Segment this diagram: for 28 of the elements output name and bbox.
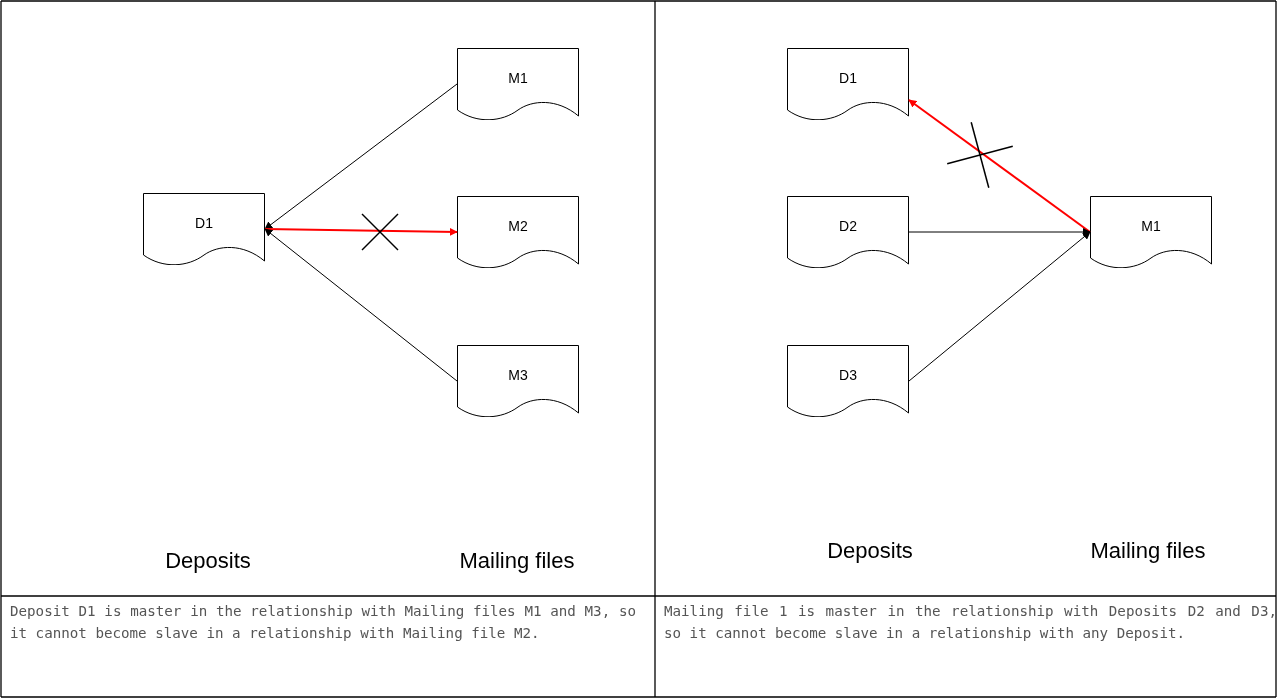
document-shape <box>457 196 579 268</box>
document-shape <box>457 48 579 120</box>
node-label: M1 <box>507 70 529 86</box>
arrow <box>908 231 1091 382</box>
arrow <box>264 227 458 236</box>
document-shape <box>143 193 265 265</box>
node-label: D3 <box>838 367 858 383</box>
node-label: M2 <box>507 218 529 234</box>
node-label: D1 <box>838 70 858 86</box>
caption-text: Mailing file 1 is master in the relationship with Deposits D2 and D3, so it cannot become slave in a relationship with any Deposit. <box>664 602 1277 643</box>
arrow <box>908 228 1091 236</box>
node-label: D1 <box>194 215 214 231</box>
column-heading: Deposits <box>827 538 913 564</box>
node-label: D2 <box>838 218 858 234</box>
node-label: M3 <box>507 367 529 383</box>
arrow <box>264 83 458 230</box>
arrow <box>908 99 1091 233</box>
arrow <box>264 228 458 382</box>
document-shape <box>457 345 579 417</box>
document-shape <box>787 345 909 417</box>
document-shape <box>1090 196 1212 268</box>
document-shape <box>787 196 909 268</box>
document-shape <box>787 48 909 120</box>
column-heading: Deposits <box>165 548 251 574</box>
column-heading: Mailing files <box>459 548 575 574</box>
node-label: M1 <box>1140 218 1162 234</box>
caption-text: Deposit D1 is master in the relationship with Mailing files M1 and M3, so it cannot become slave in a relationship with Mailing file M2. <box>10 602 636 643</box>
column-heading: Mailing files <box>1090 538 1206 564</box>
